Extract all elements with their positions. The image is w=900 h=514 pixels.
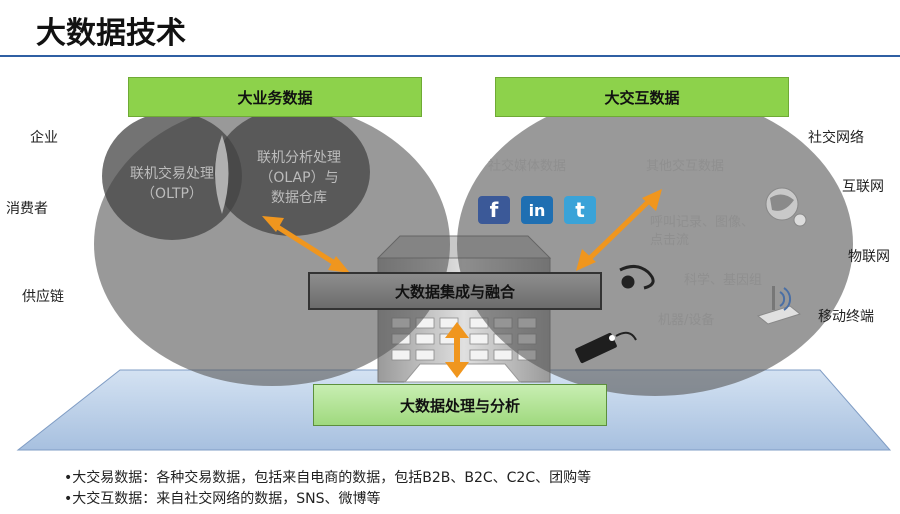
- machine-label: 机器/设备: [658, 313, 715, 328]
- right-label-iot: 物联网: [848, 249, 890, 265]
- left-label-enterprise: 企业: [30, 130, 58, 146]
- analysis-box: 大数据处理与分析: [313, 384, 607, 426]
- integration-box: 大数据集成与融合: [308, 272, 602, 310]
- arrow-interaction-to-integration: [576, 189, 662, 271]
- call-records-line-2: 点击流: [650, 233, 690, 248]
- call-records-line-1: 呼叫记录、图像、: [650, 215, 755, 230]
- call-records-label: 呼叫记录、图像、 点击流: [650, 214, 754, 250]
- linkedin-icon: in: [521, 196, 553, 224]
- oltp-circle: [102, 112, 242, 240]
- globe-icon: [765, 187, 807, 227]
- oltp-line-1: 联机交易处理: [130, 166, 214, 182]
- olap-line-2: （OLAP）与: [259, 170, 339, 186]
- right-label-mobile: 移动终端: [818, 309, 874, 325]
- social-media-data-label: 社交媒体数据: [488, 159, 567, 174]
- left-label-supply-chain: 供应链: [22, 289, 64, 305]
- right-label-internet: 互联网: [842, 179, 884, 195]
- business-data-header: 大业务数据: [128, 77, 422, 117]
- twitter-icon: t: [564, 196, 596, 224]
- interaction-data-header: 大交互数据: [495, 77, 789, 117]
- arrow-olap-to-integration: [262, 216, 350, 273]
- arrow-vertical: [445, 322, 469, 378]
- bullet-interaction-data: •大交互数据：来自社交网络的数据，SNS、微博等: [64, 491, 381, 507]
- right-label-social-network: 社交网络: [808, 130, 864, 146]
- facebook-icon: f: [478, 196, 510, 224]
- olap-line-3: 数据仓库: [271, 190, 327, 206]
- science-label: 科学、基因组: [684, 273, 763, 288]
- left-label-consumer: 消费者: [6, 201, 48, 217]
- olap-circle: [214, 108, 370, 236]
- page-title: 大数据技术: [36, 16, 186, 51]
- title-underline: [0, 55, 900, 57]
- bullet-transaction-data: •大交易数据：各种交易数据，包括来自电商的数据，包括B2B、B2C、C2C、团购…: [64, 470, 592, 486]
- router-icon: [756, 286, 802, 325]
- oltp-line-2: （OLTP）: [141, 186, 203, 202]
- olap-label: 联机分析处理 （OLAP）与 数据仓库: [240, 148, 358, 208]
- rfid-tag-icon: [575, 331, 637, 364]
- interaction-data-circle: [457, 92, 853, 396]
- other-interaction-data-label: 其他交互数据: [646, 159, 725, 174]
- stethoscope-icon: [619, 265, 655, 290]
- oltp-label: 联机交易处理 （OLTP）: [110, 164, 234, 204]
- olap-line-1: 联机分析处理: [257, 150, 341, 166]
